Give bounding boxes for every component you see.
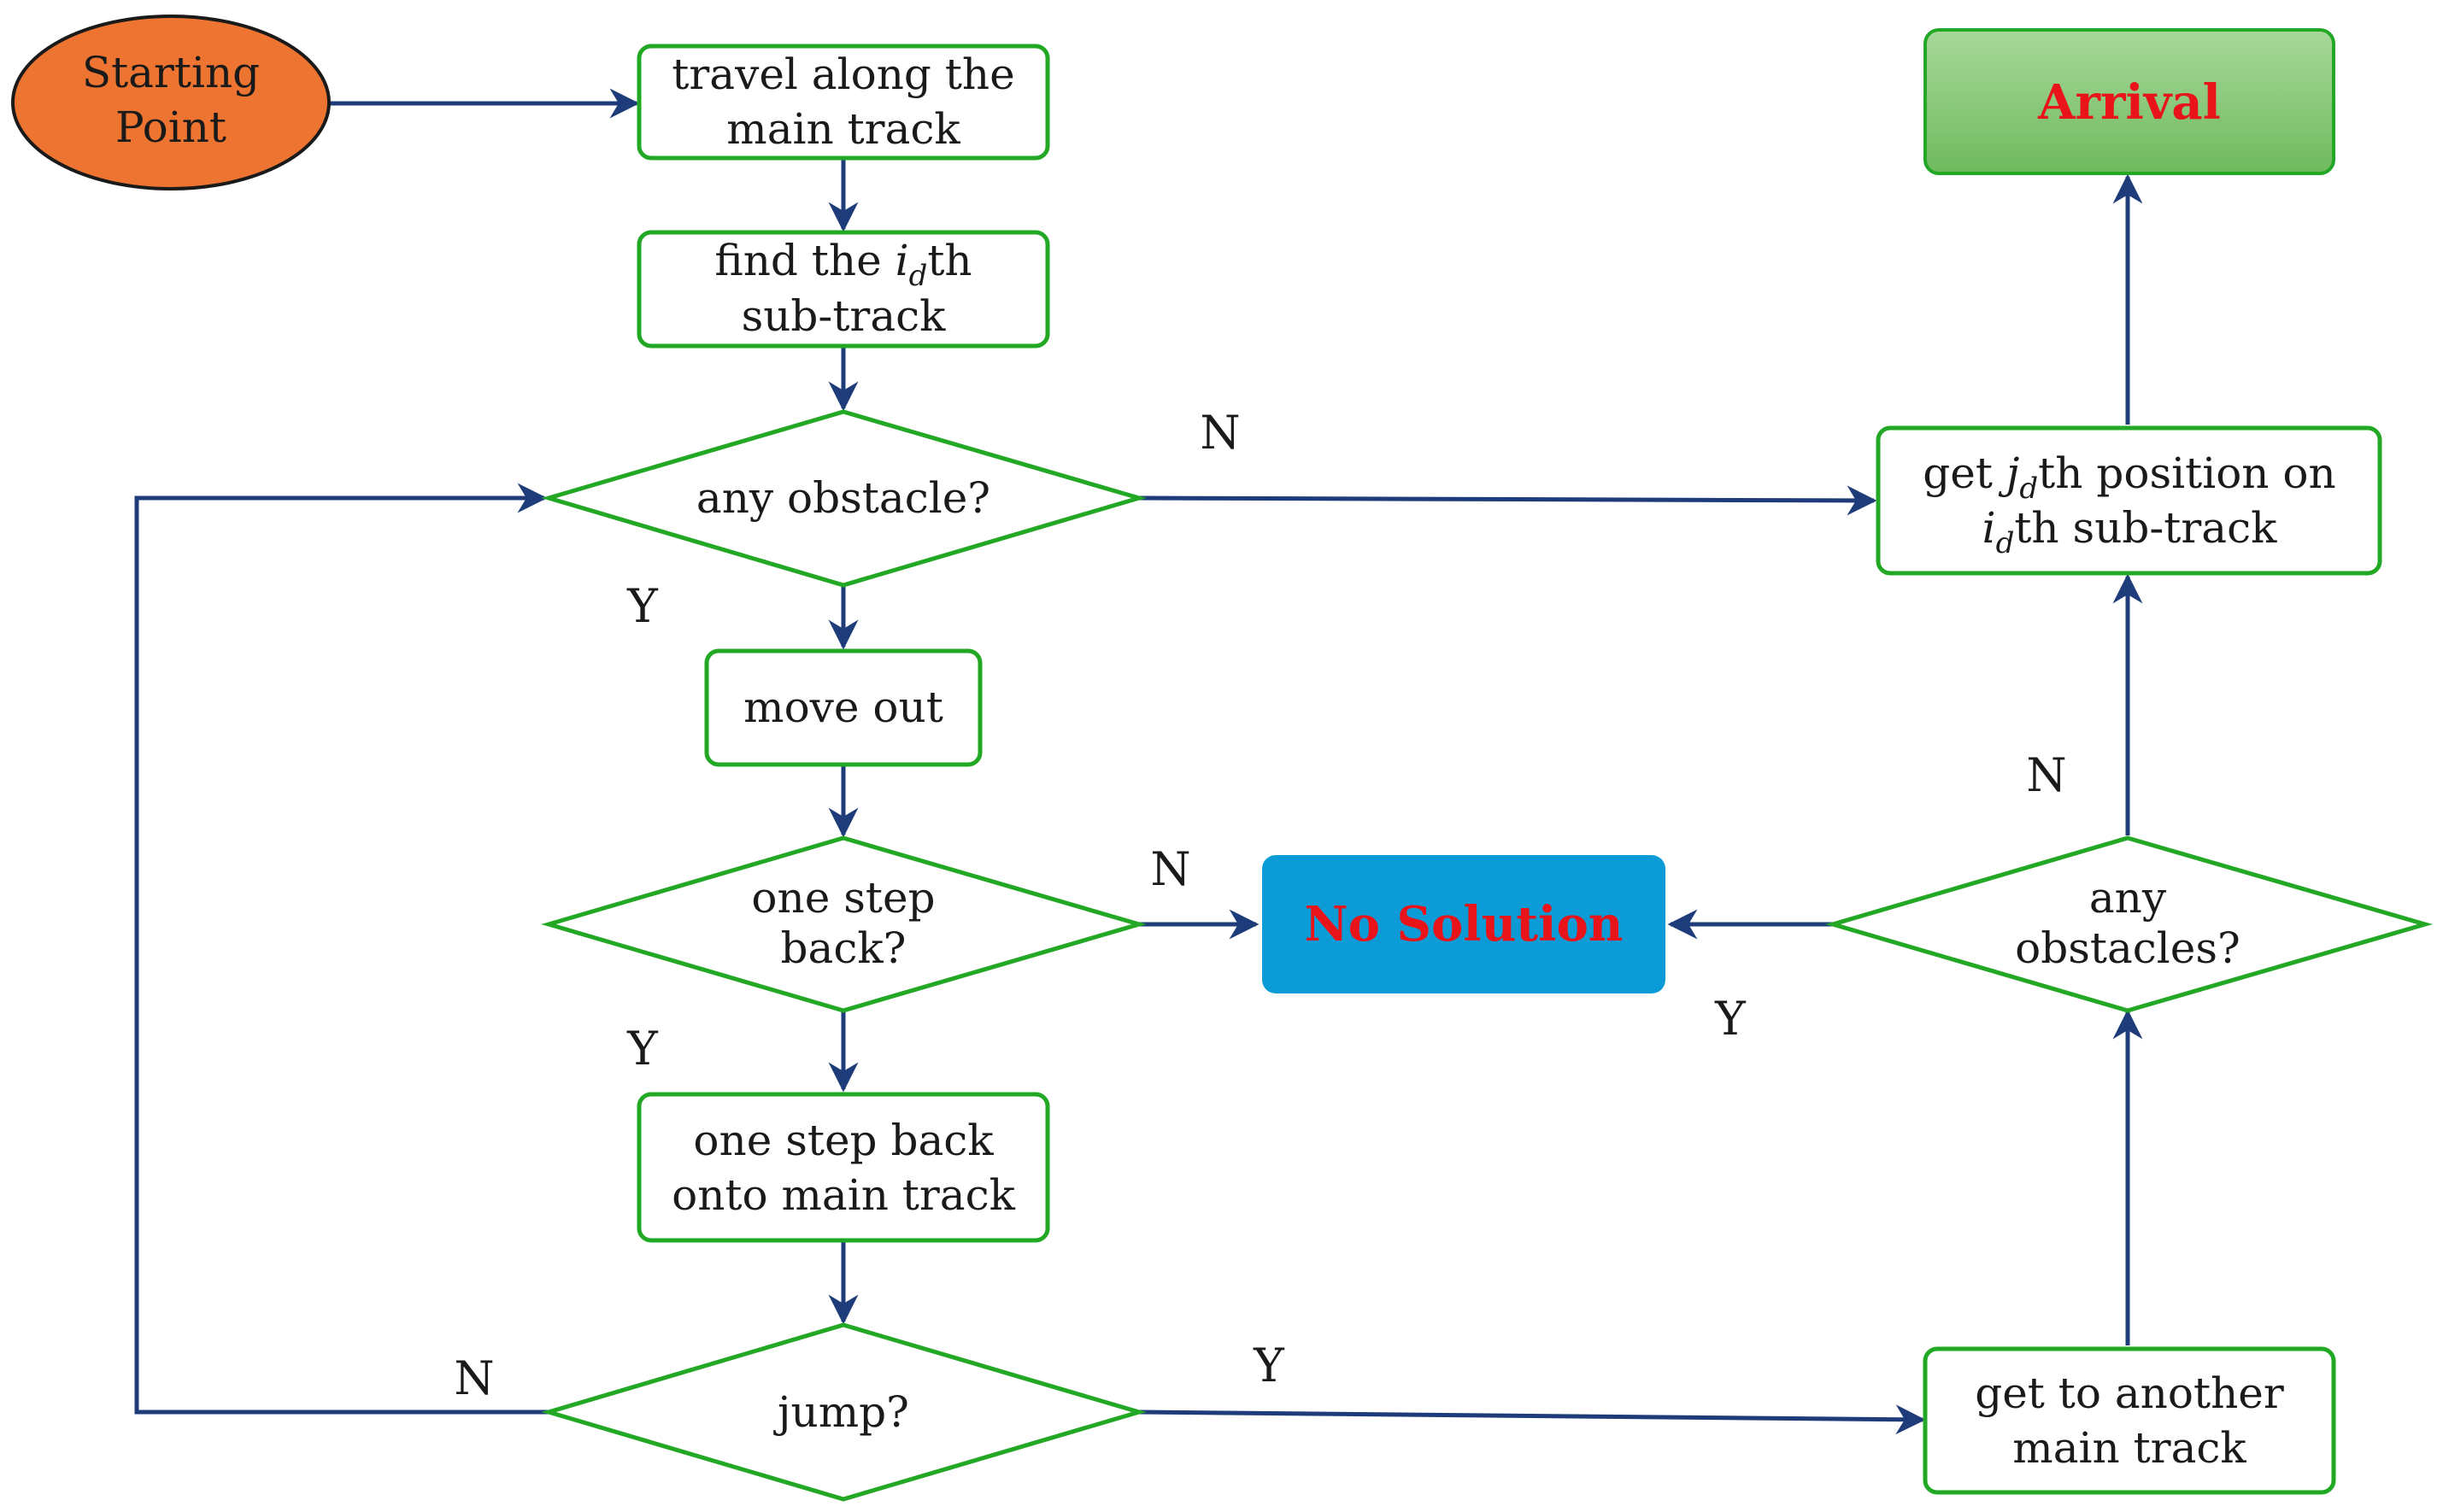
obstacle-decision-label: any obstacle? [696, 473, 990, 523]
arrival-box: Arrival [1923, 28, 2335, 175]
start-node: Starting Point [11, 15, 331, 190]
obstacles-no-label: N [2026, 748, 2066, 802]
edges [134, 88, 2143, 1435]
arrival-label: Arrival [2037, 74, 2221, 131]
another-track-line2: main track [2012, 1423, 2246, 1473]
jump-decision: jump? [541, 1322, 1147, 1502]
edge-jump-yes-to-another [1138, 1404, 1926, 1435]
jump-yes-label: Y [1253, 1339, 1285, 1392]
find-subtrack-line1: find the idth [714, 236, 972, 293]
edge-obstacle-no-to-getpos [1138, 485, 1877, 516]
step-back-yes-label: Y [626, 1022, 659, 1075]
obstacles-yes-label: Y [1714, 992, 1747, 1046]
get-position-box: get jdth position on idth sub-track [1876, 425, 2382, 576]
obstacle-no-label: N [1200, 406, 1240, 460]
step-back-box-line1: one step back [693, 1116, 994, 1165]
step-back-box: one step back onto main track [637, 1092, 1050, 1243]
step-back-decision: one step back? [541, 835, 1147, 1013]
another-track-box: get to another main track [1923, 1346, 2336, 1495]
move-out-box: move out [704, 648, 983, 767]
step-back-decision-line2: back? [781, 923, 907, 973]
step-back-no-label: N [1150, 842, 1190, 896]
obstacles-decision-line2: obstacles? [2015, 923, 2240, 973]
obstacles-decision: any obstacles? [1825, 835, 2433, 1013]
edge-labels: N Y N Y N Y N Y [454, 406, 2066, 1405]
start-node-line1: Starting [82, 48, 260, 97]
travel-box: travel along the main track [637, 44, 1050, 161]
find-subtrack-line2: sub-track [742, 291, 947, 341]
find-subtrack-box: find the idth sub-track [637, 230, 1050, 349]
obstacle-yes-label: Y [626, 579, 659, 633]
jump-no-label: N [454, 1351, 494, 1405]
step-back-box-line2: onto main track [672, 1170, 1016, 1220]
move-out-label: move out [743, 683, 943, 732]
start-node-line2: Point [115, 103, 226, 152]
no-solution-label: No Solution [1304, 896, 1623, 952]
travel-box-line2: main track [726, 104, 960, 154]
step-back-decision-line1: one step [751, 873, 935, 923]
travel-box-line1: travel along the [672, 50, 1014, 99]
another-track-line1: get to another [1975, 1368, 2284, 1418]
no-solution-box: No Solution [1262, 855, 1665, 993]
obstacle-decision: any obstacle? [541, 409, 1147, 588]
edge-jump-no-loop [134, 483, 549, 1415]
jump-decision-label: jump? [773, 1387, 909, 1437]
obstacles-decision-line1: any [2089, 873, 2167, 923]
get-position-line2: idth sub-track [1982, 503, 2278, 560]
get-position-line1: get jdth position on [1923, 448, 2335, 506]
